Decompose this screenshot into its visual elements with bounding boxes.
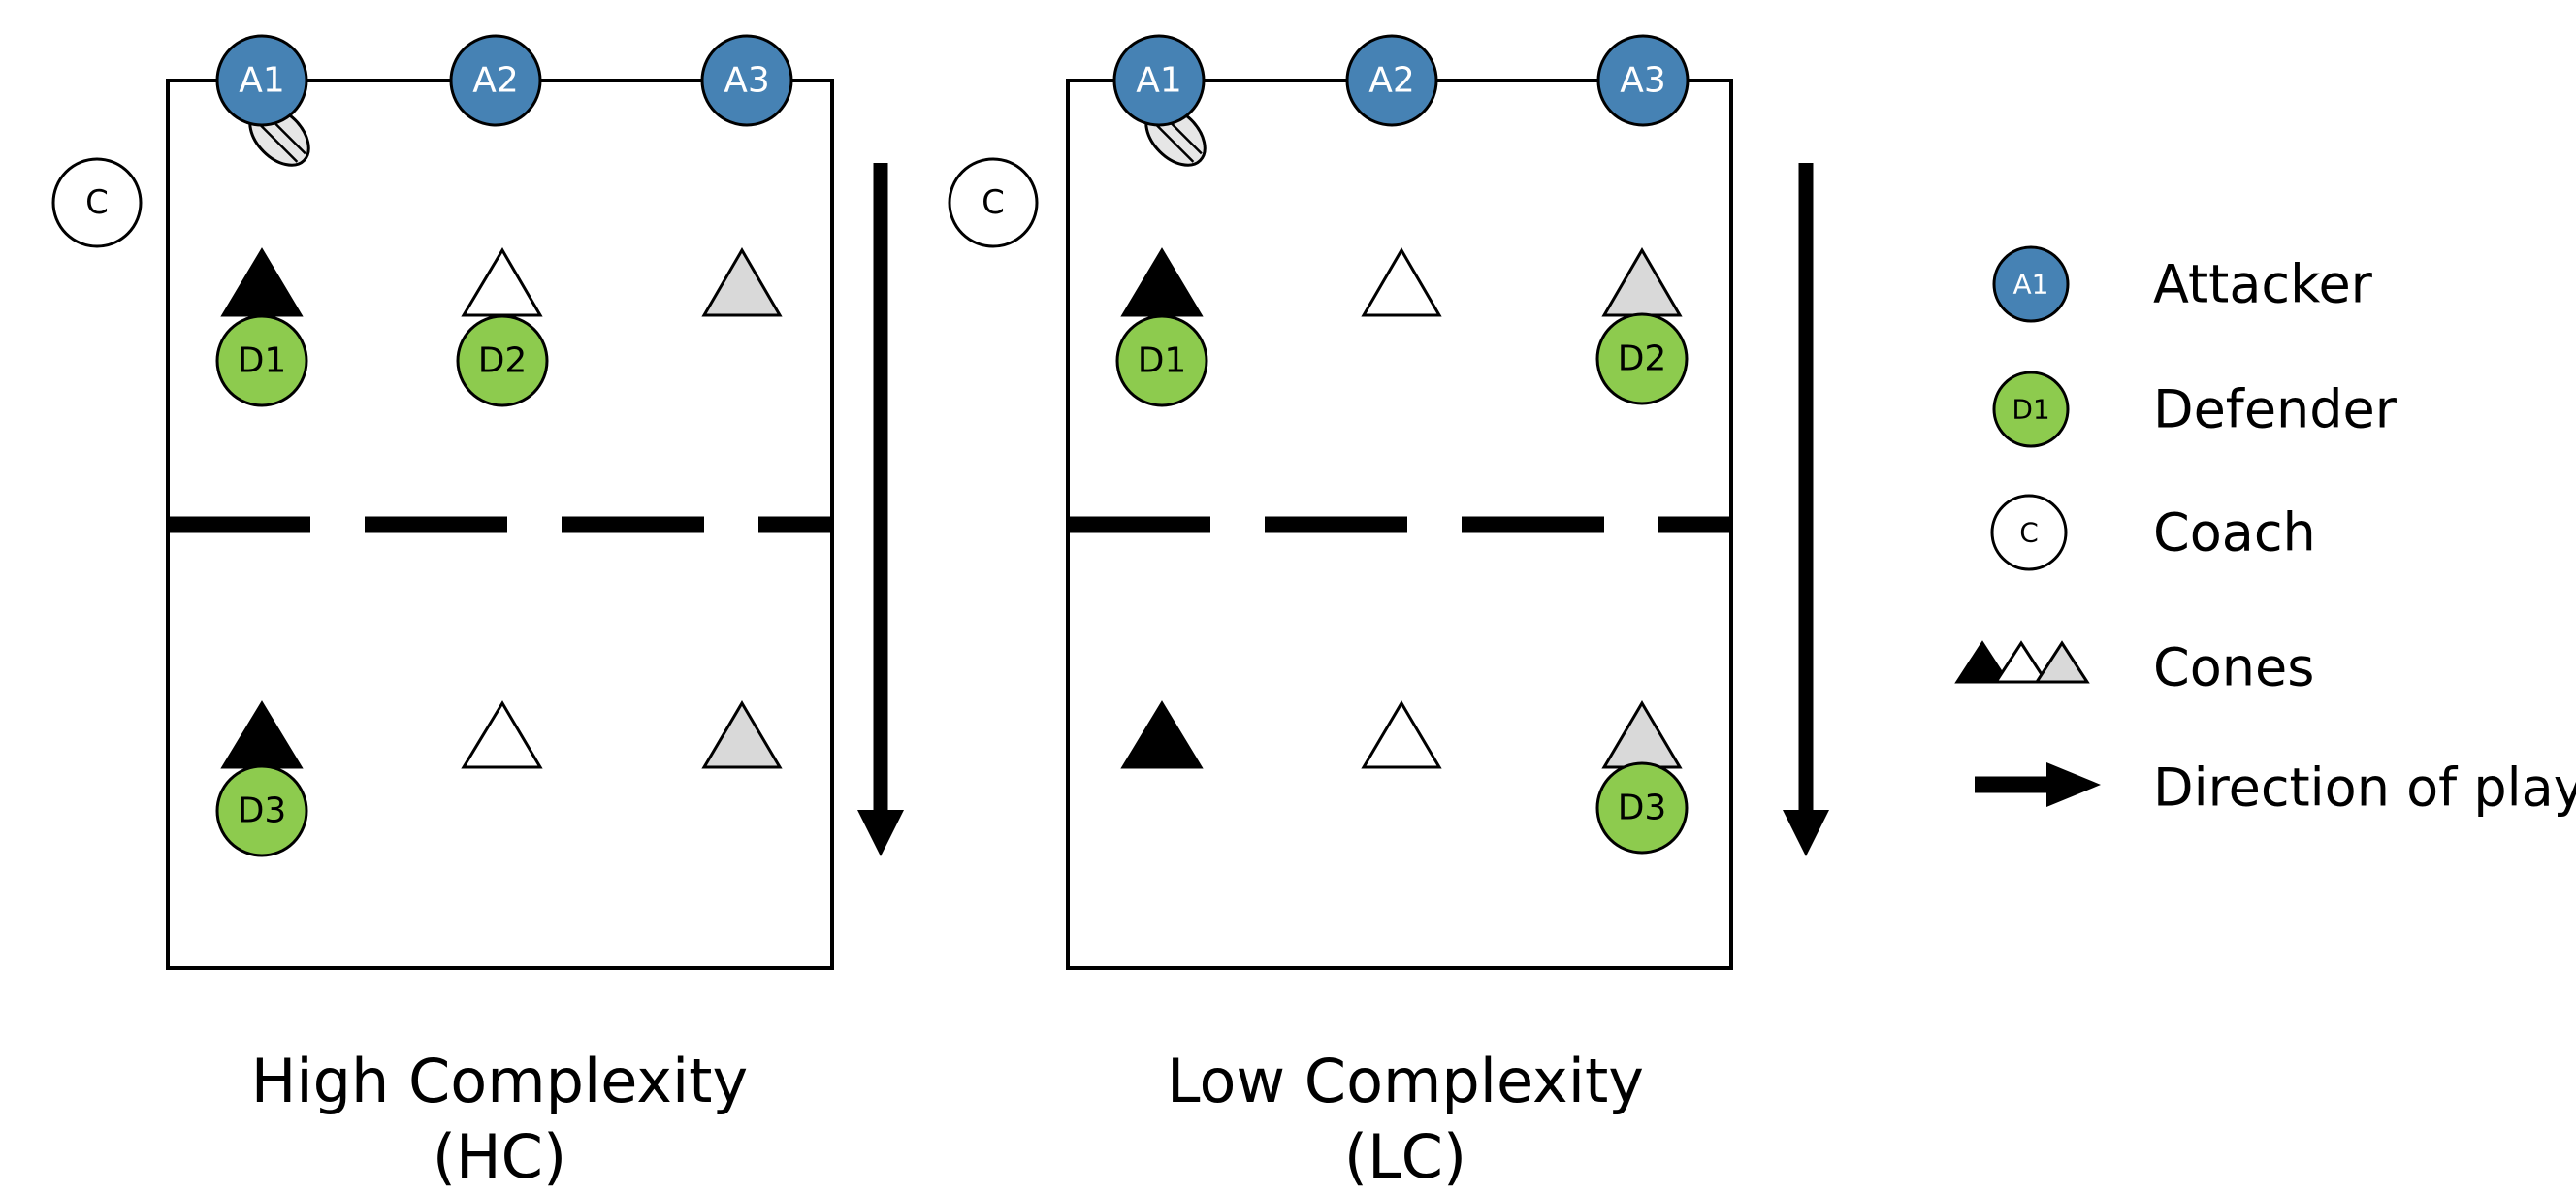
legend-defender-label: Defender: [2153, 379, 2398, 440]
svg-text:A1: A1: [2013, 269, 2049, 301]
lc-caption-abbrev: (LC): [1114, 1119, 1696, 1194]
hc-defender-d1: D1: [217, 316, 306, 405]
legend: A1 Attacker D1 Defender C Coach Cones Di…: [1957, 247, 2576, 819]
lc-attacker-a3: A3: [1598, 36, 1688, 125]
legend-direction-label: Direction of play: [2153, 758, 2576, 819]
hc-attacker-a1: A1: [217, 36, 306, 125]
lc-defender-d1: D1: [1117, 316, 1207, 405]
lc-caption-title: Low Complexity: [1114, 1044, 1696, 1119]
hc-direction-arrow-icon: [857, 163, 904, 856]
svg-text:D3: D3: [238, 791, 287, 831]
svg-text:D3: D3: [1618, 789, 1667, 828]
hc-defender-d3: D3: [217, 766, 306, 855]
svg-text:A3: A3: [724, 61, 770, 101]
svg-text:A2: A2: [472, 61, 519, 101]
hc-caption-abbrev: (HC): [209, 1119, 790, 1194]
legend-cones-label: Cones: [2153, 637, 2314, 698]
hc-attacker-a3: A3: [702, 36, 791, 125]
lc-coach: C: [950, 159, 1037, 246]
hc-attacker-a2: A2: [451, 36, 540, 125]
hc-caption: High Complexity (HC): [209, 1044, 790, 1194]
svg-text:C: C: [85, 183, 109, 222]
legend-coach-label: Coach: [2153, 502, 2316, 564]
hc-coach: C: [53, 159, 141, 246]
hc-defender-d2: D2: [458, 316, 547, 405]
lc-caption: Low Complexity (LC): [1114, 1044, 1696, 1194]
legend-defender-icon: D1: [1994, 372, 2068, 446]
svg-text:D2: D2: [478, 341, 528, 381]
svg-text:C: C: [982, 183, 1005, 222]
lc-defender-d2: D2: [1597, 314, 1687, 403]
svg-text:D1: D1: [238, 341, 287, 381]
svg-text:A1: A1: [1136, 61, 1182, 101]
legend-coach-icon: C: [1992, 496, 2066, 569]
legend-cones-icon: [1957, 643, 2087, 682]
lc-attacker-a2: A2: [1347, 36, 1436, 125]
svg-text:D1: D1: [2012, 394, 2049, 426]
lc-attacker-a1: A1: [1114, 36, 1204, 125]
lc-defender-d3: D3: [1597, 763, 1687, 853]
svg-text:D2: D2: [1618, 339, 1667, 379]
svg-text:A3: A3: [1620, 61, 1666, 101]
svg-text:A2: A2: [1368, 61, 1415, 101]
svg-text:C: C: [2019, 517, 2039, 549]
legend-direction-arrow-icon: [1975, 762, 2101, 807]
legend-attacker-icon: A1: [1994, 247, 2068, 321]
lc-direction-arrow-icon: [1783, 163, 1829, 856]
lc-diagram: A1 A2 A3 D1 D2 D3 C: [950, 36, 1829, 968]
legend-attacker-label: Attacker: [2153, 254, 2373, 315]
svg-text:A1: A1: [239, 61, 285, 101]
svg-text:D1: D1: [1138, 341, 1187, 381]
hc-diagram: A1 A2 A3 D1 D2 D3 C: [53, 36, 904, 968]
hc-caption-title: High Complexity: [209, 1044, 790, 1119]
